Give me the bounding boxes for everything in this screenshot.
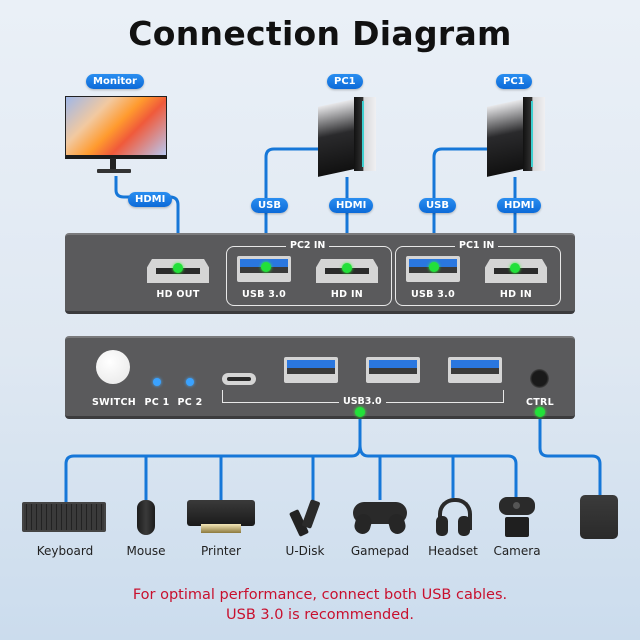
cable-hub-right (358, 444, 518, 500)
port-indicator (342, 263, 352, 273)
pc2-led-label: PC 2 (177, 397, 203, 408)
pc2-usb-label: USB 3.0 (241, 289, 287, 300)
webcam-icon (499, 497, 535, 539)
cable-pc1-usb (432, 147, 488, 268)
printer-icon (187, 500, 255, 534)
gamepad-label: Gamepad (350, 544, 410, 558)
pc1-led (153, 378, 161, 386)
note-line-2: USB 3.0 is recommended. (226, 607, 414, 623)
cable-ctrl (538, 412, 602, 496)
pc2-in-label: PC2 IN (286, 240, 330, 251)
port-indicator (261, 262, 271, 272)
note-line-1: For optimal performance, connect both US… (132, 587, 508, 603)
monitor-cable-label: HDMI (128, 192, 173, 207)
gamepad-icon (352, 500, 408, 536)
port-indicator (429, 262, 439, 272)
port-indicator (355, 407, 365, 417)
front-usb-port-1 (284, 357, 338, 383)
usb-c-port (222, 373, 256, 385)
pc2-led (186, 378, 194, 386)
pc-tower-icon (487, 95, 547, 177)
hd-out-label: HD OUT (156, 289, 200, 300)
printer-label: Printer (201, 544, 241, 558)
pc1-in-label: PC1 IN (455, 240, 499, 251)
headset-icon (436, 498, 472, 538)
monitor-icon (65, 96, 167, 176)
port-indicator (535, 407, 545, 417)
page-title: Connection Diagram (128, 14, 512, 53)
control-pad-icon (580, 495, 618, 539)
port-indicator (510, 263, 520, 273)
pc-right-label: PC1 (496, 74, 532, 89)
pc1-hd-in-label: HD IN (499, 289, 533, 300)
keyboard-icon (22, 502, 106, 532)
ctrl-port (530, 369, 549, 388)
usb-drive-icon (288, 499, 324, 537)
pc2-hd-in-label: HD IN (330, 289, 364, 300)
port-indicator (173, 263, 183, 273)
pc2-usb-cable-label: USB (251, 198, 288, 213)
switch-button[interactable] (96, 350, 130, 384)
monitor-label: Monitor (86, 74, 144, 89)
usb-group-label: USB3.0 (339, 396, 386, 407)
switch-label: SWITCH (91, 397, 137, 408)
mouse-icon (137, 500, 155, 535)
front-usb-port-2 (366, 357, 420, 383)
front-usb-port-3 (448, 357, 502, 383)
ctrl-label: CTRL (525, 397, 555, 408)
cable-pc2-usb (264, 147, 318, 268)
camera-label: Camera (493, 544, 541, 558)
pc-tower-icon (318, 95, 378, 177)
cable-usb-hub (64, 412, 362, 504)
pc2-hdmi-cable-label: HDMI (329, 198, 374, 213)
mouse-label: Mouse (126, 544, 166, 558)
pc1-usb-label: USB 3.0 (410, 289, 456, 300)
pc-left-label: PC1 (327, 74, 363, 89)
pc1-hdmi-cable-label: HDMI (497, 198, 542, 213)
headset-label: Headset (428, 544, 478, 558)
keyboard-label: Keyboard (36, 544, 94, 558)
pc1-usb-cable-label: USB (419, 198, 456, 213)
udisk-label: U-Disk (285, 544, 325, 558)
pc1-led-label: PC 1 (144, 397, 170, 408)
